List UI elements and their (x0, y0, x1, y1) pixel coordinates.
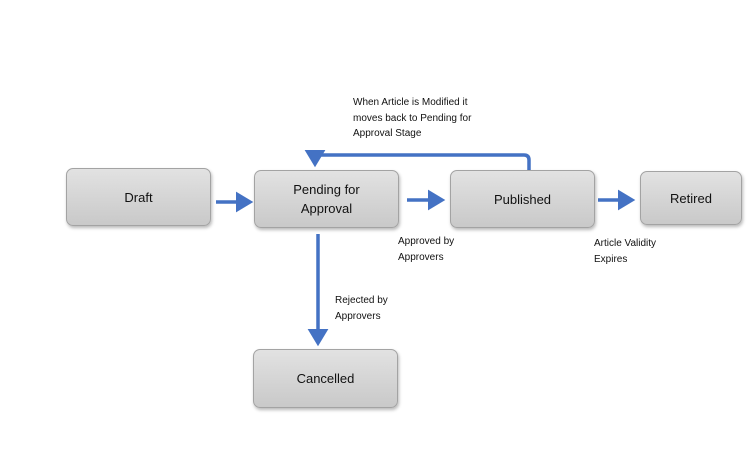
note-approved-by-approvers: Approved by Approvers (398, 236, 455, 263)
state-pending-for-approval: Pending for Approval (254, 170, 399, 228)
state-pending-label: Pending for Approval (293, 182, 360, 216)
state-draft: Draft (66, 168, 211, 226)
state-cancelled: Cancelled (253, 349, 398, 408)
state-cancelled-label: Cancelled (296, 371, 355, 386)
state-retired-label: Retired (670, 190, 712, 206)
arrow-published-back-to-pending (304, 149, 531, 170)
note-article-validity-expires: Article Validity Expires (594, 238, 657, 265)
note-article-modified: When Article is Modified it moves back t… (353, 97, 472, 139)
state-published-label: Published (493, 191, 552, 207)
state-published: Published (450, 170, 595, 228)
note-rejected-by-approvers: Rejected by Approvers (335, 295, 388, 322)
state-retired: Retired (640, 171, 742, 225)
state-draft-label: Draft (124, 189, 153, 205)
